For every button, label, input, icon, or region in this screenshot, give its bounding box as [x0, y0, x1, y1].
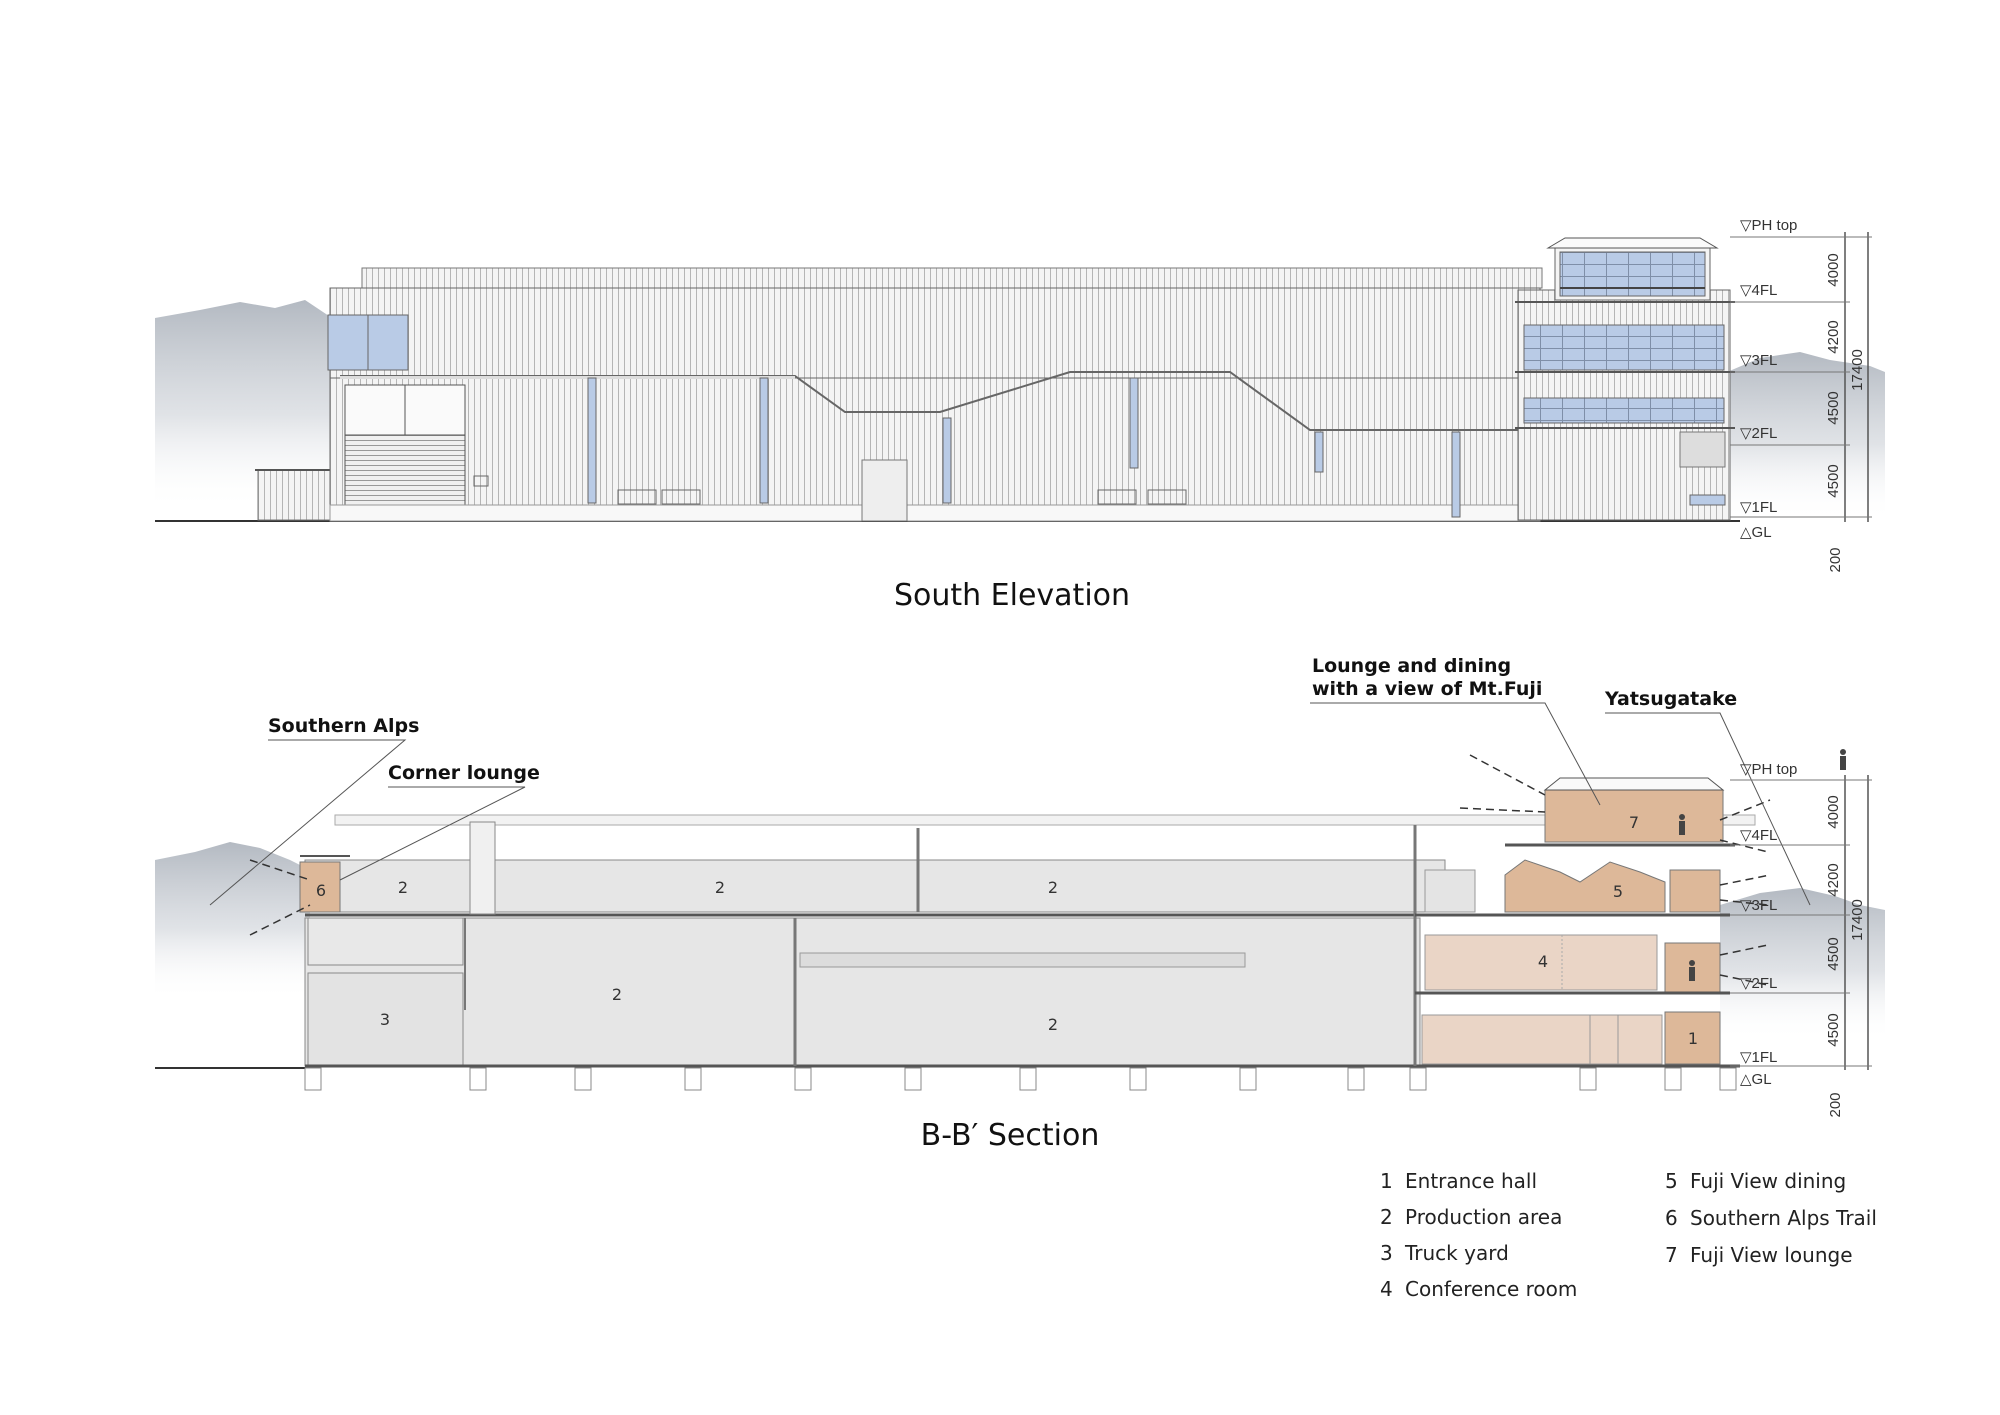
dim-4500: 4500 — [1825, 1013, 1842, 1046]
level-label: △GL — [1740, 1071, 1772, 1088]
level-label: ▽PH top — [1740, 761, 1797, 778]
dim-4000: 4000 — [1825, 795, 1842, 828]
callout-leaders — [209, 702, 1811, 906]
slot-window — [587, 377, 597, 504]
dim-gl: 200 — [1827, 547, 1844, 572]
person-icon — [1679, 749, 1846, 981]
slot-window — [942, 417, 952, 504]
south-elevation-title: South Elevation — [894, 578, 1130, 613]
bb-section-title: B-B′ Section — [921, 1118, 1100, 1153]
legend-label: Conference room — [1405, 1277, 1577, 1301]
dim-4200: 4200 — [1825, 320, 1842, 353]
legend-number: 4 — [1380, 1277, 1393, 1301]
tower-1f-rooms — [1421, 1014, 1663, 1065]
slot-window — [1314, 431, 1324, 473]
dim-4500: 4500 — [1825, 391, 1842, 424]
legend-label: Fuji View dining — [1690, 1169, 1846, 1193]
elevation-dimensions: 4000 4200 4500 4500 17400 200 — [1825, 232, 1872, 573]
callout-southern-alps: Southern Alps — [268, 715, 419, 737]
legend-number: 6 — [1665, 1206, 1678, 1230]
slot-window — [1129, 377, 1139, 469]
tower-glazing-2f — [1523, 397, 1725, 424]
dim-4000: 4000 — [1825, 253, 1842, 286]
legend-label: Production area — [1405, 1205, 1562, 1229]
room-number: 5 — [1613, 882, 1623, 901]
sight-lines — [249, 754, 1771, 986]
tower-glazing-3f — [1523, 324, 1725, 371]
legend-label: Truck yard — [1404, 1241, 1509, 1265]
room-number: 7 — [1629, 813, 1639, 832]
room-6-southern-alps-trail — [299, 861, 341, 913]
level-label: ▽2FL — [1740, 425, 1777, 442]
dim-total: 17400 — [1849, 899, 1866, 941]
room-1-entrance-hall — [1664, 1011, 1721, 1065]
callout-corner-lounge: Corner lounge — [388, 762, 540, 784]
truck-yard-zone — [307, 972, 464, 1066]
level-label: ▽4FL — [1740, 282, 1777, 299]
mountain-backdrop-left — [155, 842, 310, 1000]
room-number: 4 — [1538, 952, 1548, 971]
room-legend: 1 Entrance hall 2 Production area 3 Truc… — [1380, 1169, 1877, 1301]
south-elevation: ▽PH top ▽4FL ▽3FL ▽2FL ▽1FL △GL 4000 420… — [155, 217, 1885, 613]
main-volume-lower — [329, 377, 1541, 522]
level-label: ▽PH top — [1740, 217, 1797, 234]
level-label: ▽4FL — [1740, 827, 1777, 844]
level-label: △GL — [1740, 524, 1772, 541]
legend-number: 3 — [1380, 1241, 1393, 1265]
annex-left — [257, 469, 339, 521]
legend-label: Fuji View lounge — [1690, 1243, 1853, 1267]
facade-fold-line — [340, 371, 1540, 431]
section-roof-zone — [334, 814, 1756, 826]
legend-number: 2 — [1380, 1205, 1393, 1229]
legend-label: Southern Alps Trail — [1690, 1206, 1877, 1230]
dim-gl: 200 — [1827, 1092, 1844, 1117]
dim-4500: 4500 — [1825, 464, 1842, 497]
level-label: ▽1FL — [1740, 1049, 1777, 1066]
callout-yatsugatake: Yatsugatake — [1604, 688, 1737, 710]
room-number: 3 — [380, 1010, 390, 1029]
door — [861, 459, 908, 522]
room-3f-side — [1669, 869, 1721, 913]
level-label: ▽3FL — [1740, 352, 1777, 369]
dim-4500: 4500 — [1825, 937, 1842, 970]
main-volume-upper — [329, 287, 1541, 379]
section-dimensions: 4000 4200 4500 4500 17400 200 — [1825, 775, 1872, 1118]
room-number: 2 — [398, 878, 408, 897]
callout-lounge-dining: Lounge and dining — [1312, 655, 1511, 677]
section-level-marks: ▽PH top ▽4FL ▽3FL ▽2FL ▽1FL △GL — [1730, 761, 1850, 1088]
legend-number: 7 — [1665, 1243, 1678, 1267]
dim-total: 17400 — [1849, 349, 1866, 391]
mountain-backdrop-left — [155, 300, 360, 510]
room-number: 2 — [715, 878, 725, 897]
mountain-backdrop-right — [1720, 888, 1885, 1040]
level-label: ▽2FL — [1740, 975, 1777, 992]
room-4-conference-room — [1424, 934, 1658, 991]
callout-lounge-dining: with a view of Mt.Fuji — [1312, 678, 1542, 700]
room-number: 2 — [1048, 1015, 1058, 1034]
room-number: 2 — [1048, 878, 1058, 897]
slot-window — [1451, 431, 1461, 518]
legend-number: 1 — [1380, 1169, 1393, 1193]
elevation-level-marks: ▽PH top ▽4FL ▽3FL ▽2FL ▽1FL △GL — [1730, 217, 1850, 541]
penthouse-glazing — [1559, 251, 1706, 297]
room-number: 2 — [612, 985, 622, 1004]
main-volume-roof-parapet — [361, 267, 1543, 289]
slot-window — [759, 377, 769, 504]
legend-number: 5 — [1665, 1169, 1678, 1193]
room-5-fuji-view-dining — [1504, 859, 1666, 913]
room-number: 6 — [316, 881, 326, 900]
section-lower-floor — [304, 917, 1421, 1067]
bb-section: 1 2 2 2 2 2 3 4 5 6 7 Southern Alps Corn… — [155, 655, 1885, 1153]
mountain-backdrop-right — [1720, 352, 1885, 520]
level-label: ▽1FL — [1740, 499, 1777, 516]
room-number: 1 — [1688, 1029, 1698, 1048]
dim-4200: 4200 — [1825, 863, 1842, 896]
level-label: ▽3FL — [1740, 897, 1777, 914]
legend-label: Entrance hall — [1405, 1169, 1537, 1193]
